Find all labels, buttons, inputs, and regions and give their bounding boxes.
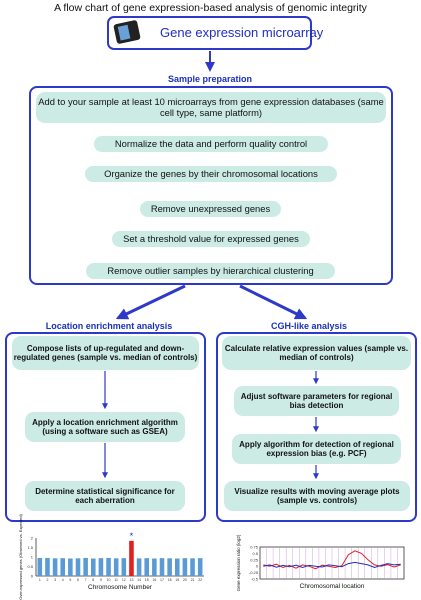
right-branch-box bbox=[216, 332, 417, 522]
sample-prep-step-6: Remove outlier samples by hierarchical c… bbox=[86, 263, 335, 279]
bar-x-axis-label: Chromosome Number bbox=[88, 584, 153, 591]
bar-x-tick-label: 1 bbox=[39, 578, 41, 582]
sample-prep-step-2: Normalize the data and perform quality c… bbox=[94, 136, 328, 152]
bar bbox=[167, 558, 172, 576]
bar-x-tick-label: 15 bbox=[145, 578, 149, 582]
bar-y-tick-label: 0.5 bbox=[27, 564, 33, 569]
right-step-1: Calculate relative expression values (sa… bbox=[222, 336, 411, 370]
bar-x-tick-label: 5 bbox=[69, 578, 71, 582]
bar-x-tick-label: 7 bbox=[85, 578, 87, 582]
bar bbox=[182, 558, 188, 576]
right-branch-heading: CGH-like analysis bbox=[270, 321, 348, 331]
bar-y-tick-label: 0 bbox=[31, 574, 34, 579]
bar bbox=[60, 558, 66, 576]
right-step-4: Visualize results with moving average pl… bbox=[224, 481, 410, 511]
bar-x-tick-label: 12 bbox=[122, 578, 126, 582]
bar-x-tick-label: 16 bbox=[152, 578, 156, 582]
line-y-tick-label: -0.25 bbox=[249, 570, 259, 575]
line-y-tick-label: 0.5 bbox=[252, 551, 258, 556]
sample-prep-step-1: Add to your sample at least 10 microarra… bbox=[36, 92, 386, 123]
bar bbox=[159, 558, 165, 576]
left-branch-heading: Location enrichment analysis bbox=[45, 321, 173, 331]
bar bbox=[190, 558, 195, 576]
bar-y-tick-label: 1.5 bbox=[27, 545, 33, 550]
bar bbox=[174, 558, 180, 576]
bar-x-tick-label: 22 bbox=[198, 578, 202, 582]
bar-x-tick-label: 17 bbox=[160, 578, 164, 582]
sample-prep-step-4: Remove unexpressed genes bbox=[140, 201, 281, 217]
sample-prep-heading: Sample preparation bbox=[167, 74, 253, 84]
left-step-1: Compose lists of up-regulated and down-r… bbox=[12, 336, 199, 370]
bar bbox=[113, 558, 119, 576]
line-x-axis-label: Chromosomal location bbox=[300, 583, 365, 590]
bar-y-axis-label: Over-expressed genes (Observed vs. Expec… bbox=[18, 514, 23, 600]
bar bbox=[83, 557, 88, 576]
bar bbox=[129, 540, 134, 576]
bar-annotation: * bbox=[130, 531, 134, 541]
right-step-3: Apply algorithm for detection of regiona… bbox=[232, 434, 401, 464]
line-y-tick-label: -0.5 bbox=[251, 577, 259, 582]
bar-x-tick-label: 21 bbox=[191, 578, 195, 582]
bar-x-tick-label: 6 bbox=[77, 578, 79, 582]
bar bbox=[68, 558, 73, 576]
bar-x-tick-label: 19 bbox=[175, 578, 179, 582]
arrow-left-branch bbox=[115, 284, 186, 320]
bar bbox=[45, 557, 50, 576]
microarray-label: Gene expression microarray bbox=[160, 25, 324, 40]
bar-y-tick-label: 1 bbox=[31, 555, 34, 560]
bar-x-tick-label: 18 bbox=[168, 578, 172, 582]
sample-prep-step-5: Set a threshold value for expressed gene… bbox=[112, 231, 310, 247]
bar bbox=[136, 558, 142, 576]
figure-title: A flow chart of gene expression-based an… bbox=[54, 2, 367, 14]
right-step-2: Adjust software parameters for regional … bbox=[234, 386, 399, 416]
bar-x-tick-label: 11 bbox=[114, 578, 118, 582]
bar-x-tick-label: 8 bbox=[92, 578, 94, 582]
bar-x-tick-label: 14 bbox=[137, 578, 141, 582]
bar bbox=[152, 558, 157, 576]
line-y-tick-label: 0.25 bbox=[250, 557, 259, 562]
bar bbox=[90, 558, 96, 576]
line-series bbox=[263, 561, 401, 569]
bar bbox=[106, 557, 111, 576]
microarray-chip-icon bbox=[113, 20, 141, 44]
bar-x-tick-label: 9 bbox=[100, 578, 102, 582]
bar bbox=[75, 558, 81, 576]
bar-x-tick-label: 2 bbox=[46, 578, 48, 582]
line-y-tick-label: 0.75 bbox=[250, 545, 259, 550]
bar-x-tick-label: 10 bbox=[107, 578, 111, 582]
bar bbox=[52, 558, 58, 576]
bar-x-tick-label: 20 bbox=[183, 578, 187, 582]
arrow-right-branch bbox=[239, 284, 308, 320]
line-y-axis-label: Gene expression ratio (log2) bbox=[236, 534, 241, 591]
bar-x-tick-label: 3 bbox=[54, 578, 56, 582]
bar bbox=[144, 558, 150, 576]
bar bbox=[98, 558, 104, 576]
bar-y-tick-label: 2 bbox=[31, 536, 34, 541]
left-step-2: Apply a location enrichment algorithm (u… bbox=[25, 412, 185, 442]
left-step-3: Determine statistical significance for e… bbox=[25, 481, 185, 511]
left-branch-box bbox=[5, 332, 206, 522]
bar bbox=[121, 558, 127, 576]
line-y-tick-label: 0 bbox=[256, 564, 259, 569]
sample-prep-step-3: Organize the genes by their chromosomal … bbox=[85, 166, 337, 182]
bar-x-tick-label: 4 bbox=[62, 578, 64, 582]
bar bbox=[37, 557, 43, 576]
sample-prep-box bbox=[29, 86, 393, 285]
bar bbox=[197, 558, 203, 576]
bar-x-tick-label: 13 bbox=[130, 578, 134, 582]
microarray-box bbox=[107, 16, 312, 50]
